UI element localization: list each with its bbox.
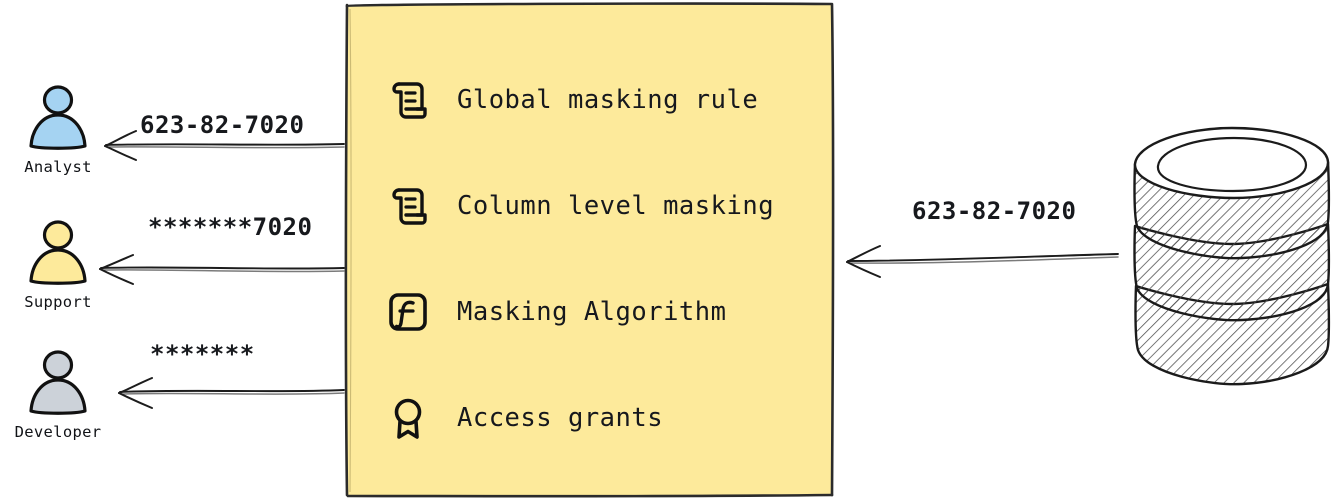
- actor-developer[interactable]: Developer: [0, 349, 116, 441]
- scroll-icon: [377, 69, 439, 131]
- avatar: [23, 349, 93, 421]
- policy-item-masking-algorithm[interactable]: Masking Algorithm: [377, 259, 833, 365]
- flow-value-source: 623-82-7020: [912, 197, 1077, 225]
- policy-item-label: Global masking rule: [457, 85, 759, 115]
- policy-item-label: Masking Algorithm: [457, 297, 727, 327]
- arrow-database-to-box: [846, 245, 1119, 278]
- database-cylinder-icon[interactable]: [1122, 118, 1340, 390]
- policy-item-access-grants[interactable]: Access grants: [377, 365, 833, 471]
- actor-name: Developer: [14, 423, 102, 441]
- avatar: [23, 219, 93, 291]
- avatar: [23, 84, 93, 156]
- policy-item-label: Access grants: [457, 403, 664, 433]
- actor-analyst[interactable]: Analyst: [0, 84, 116, 176]
- actor-name: Analyst: [24, 158, 92, 176]
- actor-name: Support: [24, 293, 92, 311]
- policy-item-column-level-masking[interactable]: Column level masking: [377, 153, 833, 259]
- flow-value-support: *******7020: [148, 213, 313, 241]
- flow-value-analyst: 623-82-7020: [140, 111, 305, 139]
- masking-policy-box: Global masking rule Column level masking: [345, 3, 833, 497]
- function-icon: [377, 281, 439, 343]
- policy-item-global-masking-rule[interactable]: Global masking rule: [377, 47, 833, 153]
- scroll-icon: [377, 175, 439, 237]
- award-icon: [377, 387, 439, 449]
- policy-item-label: Column level masking: [457, 191, 775, 221]
- arrow-to-developer: [118, 377, 345, 409]
- actor-support[interactable]: Support: [0, 219, 116, 311]
- arrow-to-support: [99, 254, 345, 285]
- flow-value-developer: *******: [150, 340, 255, 368]
- policy-box-shape: [344, 2, 835, 498]
- arrow-to-analyst: [104, 130, 345, 161]
